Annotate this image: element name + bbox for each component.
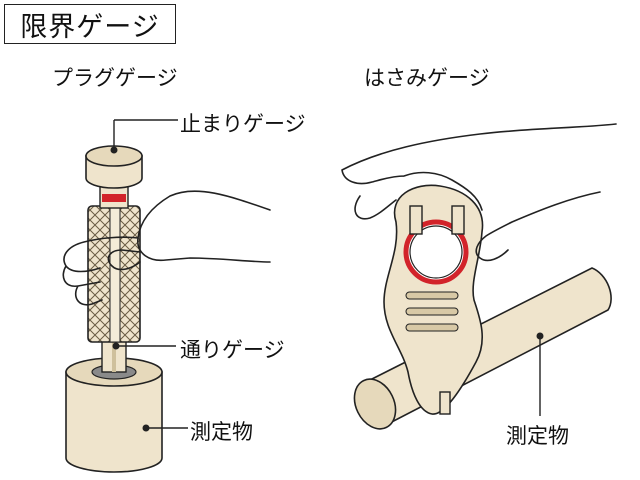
- no-go-gauge-label: 止まりゲージ: [180, 112, 306, 136]
- workpiece-label-left: 測定物: [190, 420, 253, 444]
- plug-gauge-heading: プラグゲージ: [52, 66, 178, 90]
- snap-gauge-assembly: [341, 123, 617, 430]
- go-gauge-label: 通りゲージ: [180, 338, 285, 362]
- diagram-title: 限界ゲージ: [4, 4, 176, 44]
- hand-right: [341, 123, 617, 262]
- no-go-gauge-cap: [85, 145, 143, 209]
- plug-gauge: [62, 119, 271, 473]
- snap-gauge-body: [383, 184, 484, 415]
- snap-gauge-heading: はさみゲージ: [364, 66, 490, 90]
- hand-left: [62, 190, 271, 306]
- workpiece-cylinder-left: [65, 357, 163, 473]
- knurled-handle: [87, 205, 141, 343]
- workpiece-label-right: 測定物: [506, 424, 569, 448]
